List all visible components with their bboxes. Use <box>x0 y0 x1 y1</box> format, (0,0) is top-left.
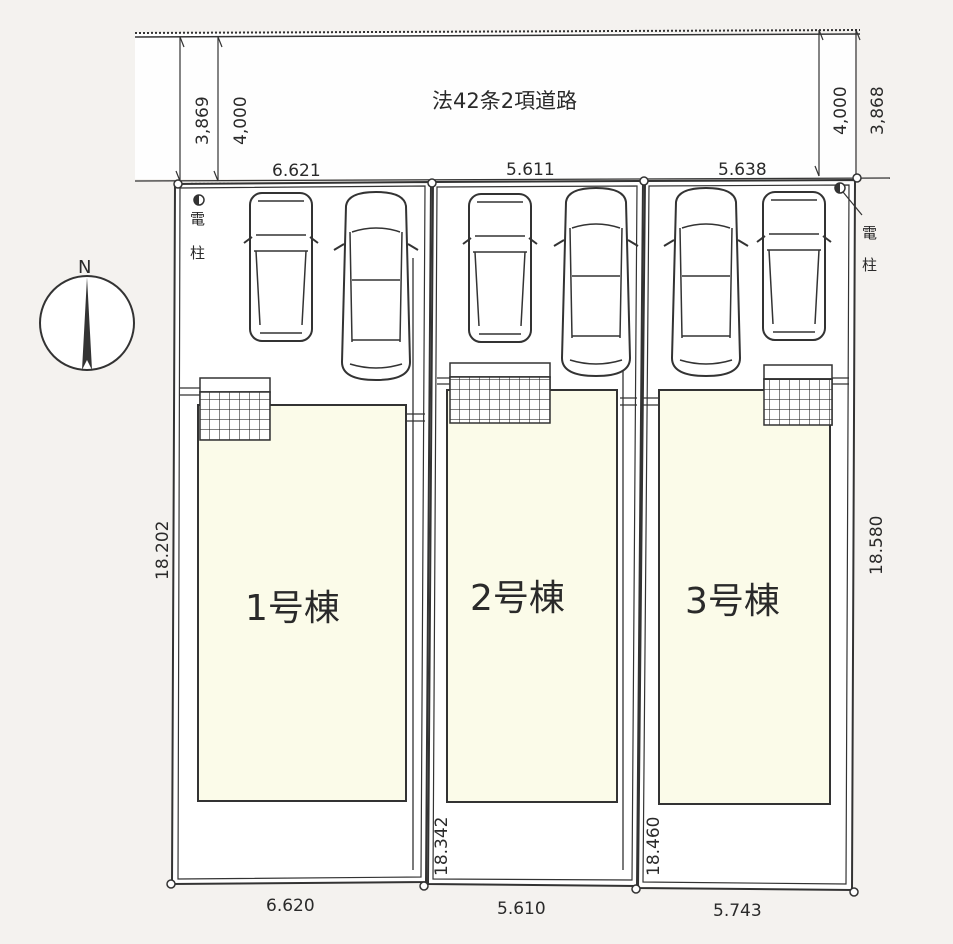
utility-pole-icon <box>193 194 205 206</box>
road-width-left-inner: 4,000 <box>231 96 251 145</box>
lot-2-rear-width: 5.610 <box>497 899 546 919</box>
car-icon <box>462 193 538 343</box>
building-1 <box>197 404 407 802</box>
lot-3-front-width: 5.638 <box>718 160 767 180</box>
car-icon <box>243 192 319 342</box>
north-arrow-icon: N <box>39 257 135 371</box>
utility-pole-icon <box>834 182 863 216</box>
road-width-dimensions-right <box>814 29 861 177</box>
building-2 <box>446 389 618 803</box>
lot-1-front-width: 6.621 <box>272 161 321 181</box>
car-icon <box>756 191 832 341</box>
road-label: 法42条2項道路 <box>432 89 577 113</box>
utility-pole-label-1b: 柱 <box>190 244 205 262</box>
building-1-label: 1号棟 <box>245 588 340 629</box>
lot-3-depth: 18.460 <box>644 817 664 876</box>
road-width-right-outer: 3,868 <box>868 86 888 135</box>
road-edge-line <box>134 29 861 34</box>
lot-3-rear-width: 5.743 <box>713 901 762 921</box>
lot-1-depth: 18.202 <box>153 521 173 580</box>
car-icon <box>553 187 639 377</box>
road-width-dimensions-left <box>175 36 223 182</box>
boundary-markers <box>166 173 862 897</box>
road-width-right-inner: 4,000 <box>831 86 851 135</box>
lot-2-depth: 18.342 <box>432 817 452 876</box>
utility-pole-label-1a: 電 <box>190 210 205 228</box>
lot-2-front-width: 5.611 <box>506 160 555 180</box>
utility-pole-label-2b: 柱 <box>862 256 877 274</box>
lot-1-rear-width: 6.620 <box>266 896 315 916</box>
road-width-left-outer: 3,869 <box>193 96 213 145</box>
right-depth: 18.580 <box>867 516 887 575</box>
compass-label: N <box>78 257 91 278</box>
building-2-label: 2号棟 <box>470 578 565 619</box>
utility-pole-label-2a: 電 <box>862 224 877 242</box>
car-icon <box>333 191 419 381</box>
road-area <box>135 33 855 179</box>
car-icon <box>663 187 749 377</box>
building-3-label: 3号棟 <box>685 581 780 622</box>
building-3 <box>658 389 831 805</box>
